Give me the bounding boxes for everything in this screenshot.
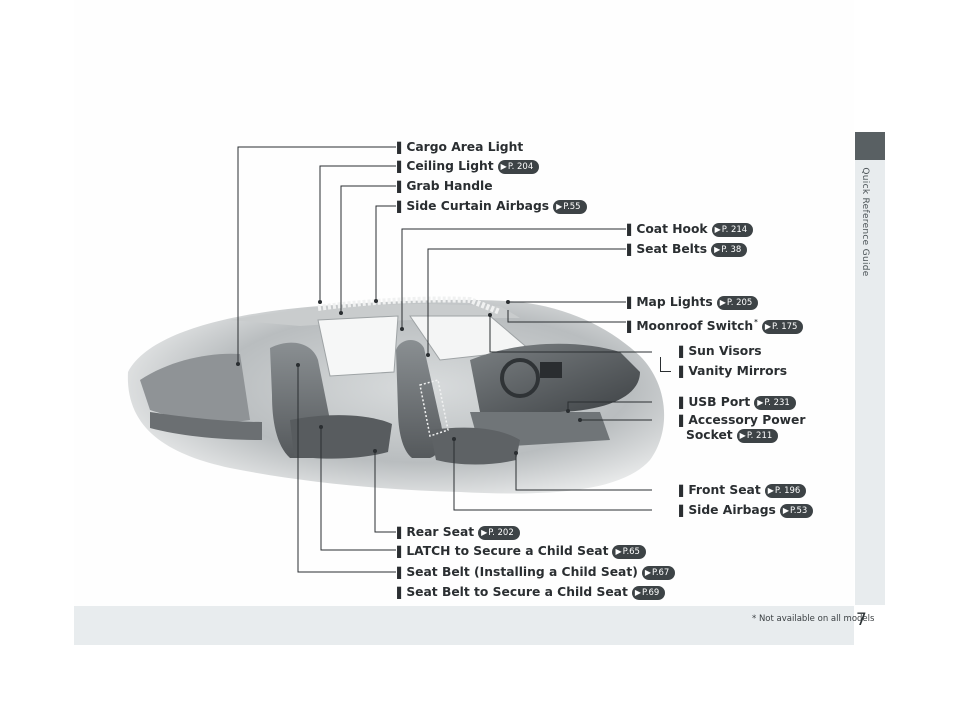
callout-side-curtain-airbags[interactable]: ❚Side Curtain Airbags▶P.55 xyxy=(394,199,587,214)
bullet-mark: ❚ xyxy=(624,295,635,309)
arrow-right-icon: ▶ xyxy=(767,486,774,495)
page-ref-link[interactable]: ▶P. 231 xyxy=(754,396,796,410)
section-tab[interactable] xyxy=(855,160,885,605)
leader-lines xyxy=(237,146,652,573)
callout-rear-seat[interactable]: ❚Rear Seat▶P. 202 xyxy=(394,525,520,540)
callout-ceiling-light[interactable]: ❚Ceiling Light▶P. 204 xyxy=(394,159,540,174)
arrow-right-icon: ▶ xyxy=(615,547,622,556)
bullet-mark: ❚ xyxy=(394,544,405,558)
callout-cargo-area-light[interactable]: ❚Cargo Area Light xyxy=(394,140,524,154)
footnote: * Not available on all models xyxy=(752,614,875,624)
callout-latch[interactable]: ❚LATCH to Secure a Child Seat▶P.65 xyxy=(394,544,646,559)
arrow-right-icon: ▶ xyxy=(556,202,563,211)
arrow-right-icon: ▶ xyxy=(719,298,726,307)
bullet-mark: ❚ xyxy=(676,344,687,358)
bullet-mark: ❚ xyxy=(624,222,635,236)
arrow-right-icon: ▶ xyxy=(782,506,789,515)
page-ref-link[interactable]: ▶P. 175 xyxy=(761,320,804,334)
bullet-mark: ❚ xyxy=(394,585,405,599)
bullet-mark: ❚ xyxy=(394,179,405,193)
bullet-mark: ❚ xyxy=(394,140,405,154)
callout-coat-hook[interactable]: ❚Coat Hook▶P. 214 xyxy=(624,222,754,237)
footer-band xyxy=(74,606,854,645)
bullet-mark: ❚ xyxy=(676,413,687,427)
page-ref-link[interactable]: ▶P. 204 xyxy=(497,160,540,174)
bullet-mark: ❚ xyxy=(624,319,635,333)
cabin-shape xyxy=(127,296,665,494)
page-ref-link[interactable]: ▶P. 211 xyxy=(736,429,779,443)
callout-seat-belts[interactable]: ❚Seat Belts▶P. 38 xyxy=(624,242,748,257)
leader-dots xyxy=(236,299,582,455)
bullet-mark: ❚ xyxy=(394,565,405,579)
page-ref-link[interactable]: ▶P.69 xyxy=(631,586,666,600)
page-ref-link[interactable]: ▶P. 202 xyxy=(478,526,520,540)
arrow-right-icon: ▶ xyxy=(739,431,746,440)
bullet-mark: ❚ xyxy=(394,159,405,173)
callout-sun-visors[interactable]: ❚Sun Visors xyxy=(676,344,762,358)
callout-grab-handle[interactable]: ❚Grab Handle xyxy=(394,179,493,193)
callout-accessory-power-socket[interactable]: ❚Accessory Power Socket▶P. 211 xyxy=(676,413,806,443)
bullet-mark: ❚ xyxy=(624,242,635,256)
sun-visor-bracket xyxy=(660,357,671,372)
bullet-mark: ❚ xyxy=(676,503,687,517)
page-ref-link[interactable]: ▶P. 38 xyxy=(711,243,748,257)
callout-map-lights[interactable]: ❚Map Lights▶P. 205 xyxy=(624,295,759,310)
callout-usb-port[interactable]: ❚USB Port▶P. 231 xyxy=(676,395,796,410)
page-ref-link[interactable]: ▶P.55 xyxy=(553,200,587,214)
callout-front-seat[interactable]: ❚Front Seat▶P. 196 xyxy=(676,483,807,498)
page-ref-link[interactable]: ▶P.67 xyxy=(641,566,676,580)
page-ref-link[interactable]: ▶P.65 xyxy=(612,545,646,559)
bullet-mark: ❚ xyxy=(676,364,687,378)
callout-moonroof-switch[interactable]: ❚Moonroof Switch*▶P. 175 xyxy=(624,315,804,334)
callout-seat-belt-secure[interactable]: ❚Seat Belt to Secure a Child Seat▶P.69 xyxy=(394,585,666,600)
callout-seat-belt-installing[interactable]: ❚Seat Belt (Installing a Child Seat)▶P.6… xyxy=(394,565,676,580)
page-number: 7 xyxy=(856,610,867,630)
page-ref-link[interactable]: ▶P.53 xyxy=(779,504,814,518)
page-ref-link[interactable]: ▶P. 196 xyxy=(764,484,807,498)
bullet-mark: ❚ xyxy=(394,199,405,213)
page-ref-link[interactable]: ▶P. 214 xyxy=(711,223,754,237)
arrow-right-icon: ▶ xyxy=(757,398,764,407)
arrow-right-icon: ▶ xyxy=(644,568,652,577)
callout-vanity-mirrors[interactable]: ❚Vanity Mirrors xyxy=(676,364,788,378)
arrow-right-icon: ▶ xyxy=(714,225,721,234)
arrow-right-icon: ▶ xyxy=(500,162,507,171)
bullet-mark: ❚ xyxy=(676,395,687,409)
page-ref-link[interactable]: ▶P. 205 xyxy=(716,296,759,310)
arrow-right-icon: ▶ xyxy=(634,588,641,597)
arrow-right-icon: ▶ xyxy=(714,245,721,254)
section-tab-marker xyxy=(855,132,885,160)
bullet-mark: ❚ xyxy=(394,525,405,539)
callout-side-airbags[interactable]: ❚Side Airbags▶P.53 xyxy=(676,503,814,518)
arrow-right-icon: ▶ xyxy=(764,322,771,331)
arrow-right-icon: ▶ xyxy=(481,528,488,537)
footnote-asterisk: * xyxy=(754,318,758,326)
bullet-mark: ❚ xyxy=(676,483,687,497)
